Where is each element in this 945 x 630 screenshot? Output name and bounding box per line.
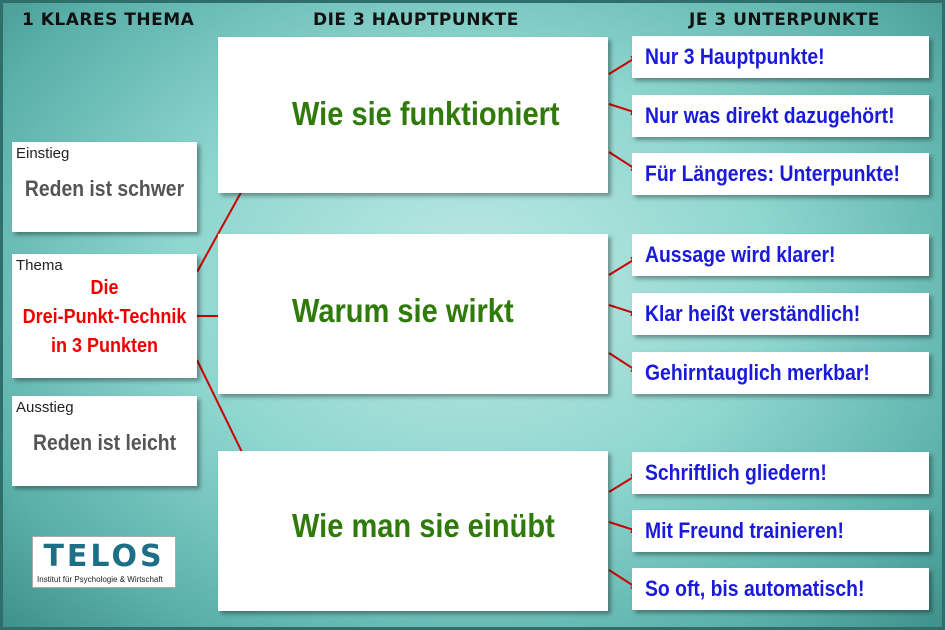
main-point-box-1: Wie sie funktioniert xyxy=(218,37,608,193)
topic-line-3: in 3 Punkten xyxy=(50,335,159,357)
logo-name: TELOS xyxy=(43,539,165,574)
sub-point-box-5: Klar heißt verständlich! xyxy=(632,293,929,335)
exit-label: Ausstieg xyxy=(16,399,74,416)
topic-box: Thema Die Drei-Punkt-Technik in 3 Punkte… xyxy=(12,254,197,378)
main-point-text-3: Wie man sie einübt xyxy=(292,507,555,544)
sub-point-box-1: Nur 3 Hauptpunkte! xyxy=(632,36,929,78)
main-point-box-3: Wie man sie einübt xyxy=(218,451,608,611)
sub-point-text-4: Aussage wird klarer! xyxy=(645,242,836,267)
sub-point-box-4: Aussage wird klarer! xyxy=(632,234,929,276)
logo-tagline: Institut für Psychologie & Wirtschaft xyxy=(37,575,163,584)
main-point-text-1: Wie sie funktioniert xyxy=(292,95,560,132)
exit-box: Ausstieg Reden ist leicht xyxy=(12,396,197,486)
topic-label: Thema xyxy=(16,257,63,274)
sub-point-text-9: So oft, bis automatisch! xyxy=(645,576,865,601)
sub-point-text-1: Nur 3 Hauptpunkte! xyxy=(645,44,825,69)
sub-point-text-8: Mit Freund trainieren! xyxy=(645,518,844,543)
sub-point-text-5: Klar heißt verständlich! xyxy=(645,301,861,326)
header-main-points: DIE 3 HAUPTPUNKTE xyxy=(313,10,519,30)
sub-point-box-2: Nur was direkt dazugehört! xyxy=(632,95,929,137)
main-point-box-2: Warum sie wirkt xyxy=(218,234,608,394)
sub-point-box-6: Gehirntauglich merkbar! xyxy=(632,352,929,394)
main-point-text-2: Warum sie wirkt xyxy=(292,292,514,329)
entry-text: Reden ist schwer xyxy=(24,176,185,201)
sub-point-box-7: Schriftlich gliedern! xyxy=(632,452,929,494)
entry-label: Einstieg xyxy=(16,145,70,162)
telos-logo: TELOS Institut für Psychologie & Wirtsch… xyxy=(32,536,176,588)
sub-point-text-7: Schriftlich gliedern! xyxy=(645,460,827,485)
topic-line-2: Drei-Punkt-Technik xyxy=(22,306,187,328)
sub-point-text-3: Für Längeres: Unterpunkte! xyxy=(645,161,900,186)
topic-line-1: Die xyxy=(90,277,119,299)
sub-point-text-6: Gehirntauglich merkbar! xyxy=(645,360,870,385)
sub-point-text-2: Nur was direkt dazugehört! xyxy=(645,103,895,128)
header-theme: 1 KLARES THEMA xyxy=(22,10,195,30)
sub-point-box-8: Mit Freund trainieren! xyxy=(632,510,929,552)
sub-point-box-9: So oft, bis automatisch! xyxy=(632,568,929,610)
sub-point-box-3: Für Längeres: Unterpunkte! xyxy=(632,153,929,195)
exit-text: Reden ist leicht xyxy=(32,430,177,455)
header-sub-points: JE 3 UNTERPUNKTE xyxy=(689,10,880,30)
entry-box: Einstieg Reden ist schwer xyxy=(12,142,197,232)
